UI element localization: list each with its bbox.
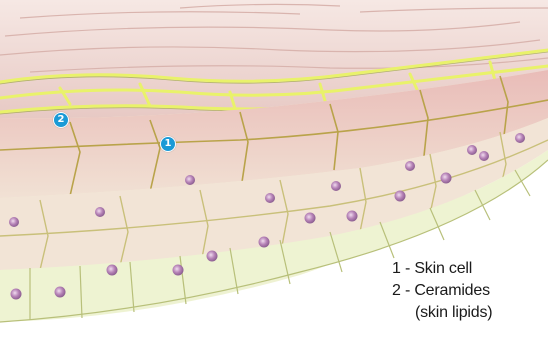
legend: 1 - Skin cell 2 - Ceramides (skin lipids…: [392, 258, 492, 324]
legend-item-ceramides: 2 - Ceramides: [392, 280, 492, 302]
marker-ceramides: 2: [53, 112, 69, 128]
legend-item-skin-cell: 1 - Skin cell: [392, 258, 492, 280]
marker-skin-cell: 1: [160, 136, 176, 152]
marker-number: 1: [165, 138, 172, 149]
legend-item-ceramides-note: (skin lipids): [392, 302, 492, 324]
marker-number: 2: [58, 114, 65, 125]
